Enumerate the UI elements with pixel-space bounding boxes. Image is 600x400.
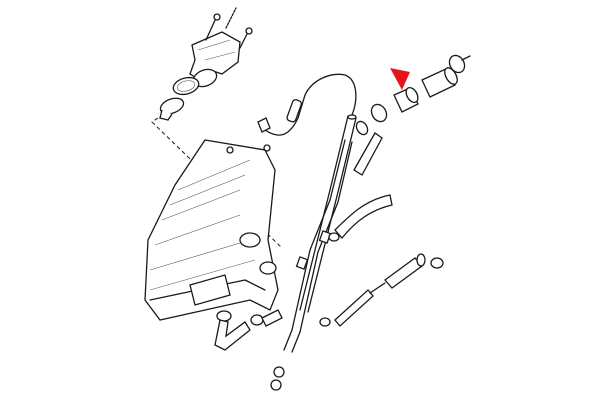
- hose-clamp: [319, 317, 331, 327]
- hose-clamp: [216, 310, 232, 322]
- hose-clamp: [328, 232, 340, 242]
- hose-clamp: [250, 314, 264, 326]
- level-sensor-cable: [257, 73, 357, 136]
- coolant-pipe: [283, 114, 357, 353]
- hose-clamp: [430, 257, 444, 269]
- hose-clamp: [448, 54, 471, 74]
- bolt: [205, 13, 221, 41]
- hose-clamp: [273, 366, 285, 378]
- bolt: [239, 27, 253, 49]
- coolant-hose: [421, 67, 458, 98]
- bleed-nipple: [270, 379, 282, 391]
- thermostat: [159, 97, 185, 121]
- lower-hose: [384, 253, 426, 289]
- highlight-arrow-icon: [390, 68, 410, 90]
- pipe-stub: [355, 120, 369, 136]
- hose-clamp: [370, 103, 388, 123]
- elbow-hose: [214, 319, 251, 351]
- expansion-tank: [144, 139, 279, 321]
- spring-pin: [225, 7, 237, 29]
- hose: [334, 282, 386, 327]
- hose: [261, 309, 283, 327]
- o-ring-seal: [172, 76, 200, 96]
- thermostat-housing: [189, 31, 241, 88]
- hose: [353, 132, 383, 176]
- coolant-hose-segment[interactable]: [393, 86, 420, 113]
- hose: [334, 194, 393, 240]
